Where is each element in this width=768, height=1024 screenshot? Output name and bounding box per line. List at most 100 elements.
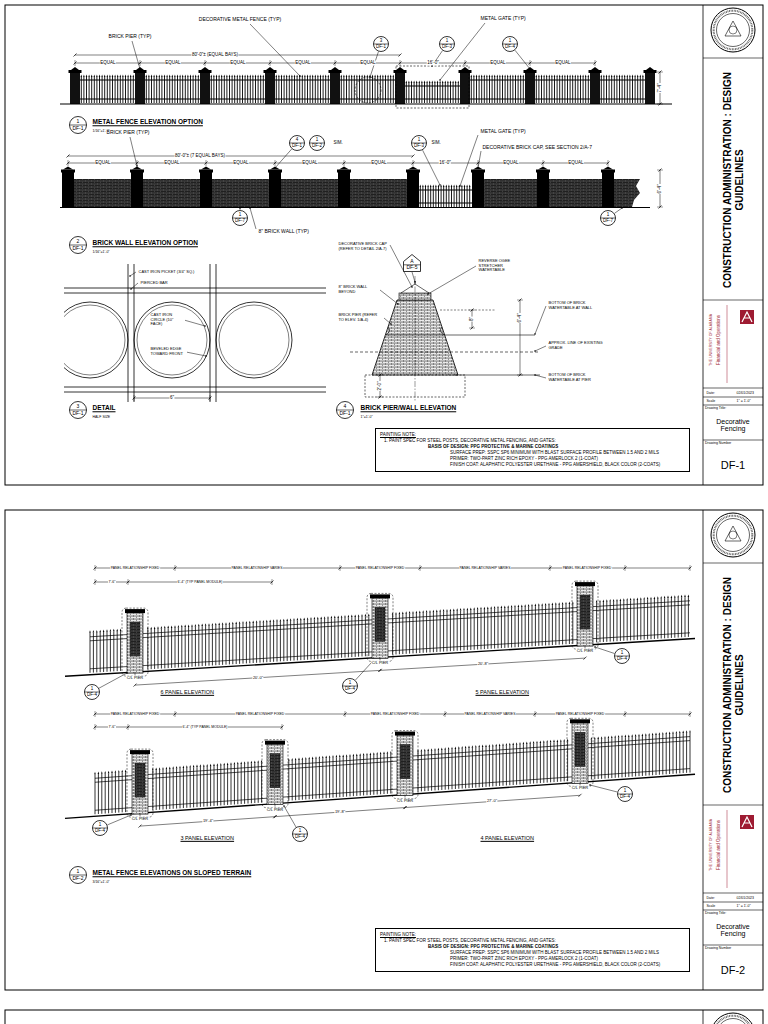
picket-spear [538,603,540,606]
fence-picket [368,616,369,656]
view-title: CONSTRUCTION ADMINISTRATION : DESIGN GUI… [722,65,745,296]
fence-picket [603,602,604,642]
fence-picket [241,764,242,804]
fence-picket [521,607,522,647]
leader-line [130,137,137,166]
fence-picket [518,77,519,103]
picket-spear [343,75,345,78]
fence-picket [640,77,641,103]
picket-spear [212,623,214,626]
extension-line [625,711,626,717]
picket-spear [291,758,293,761]
picket-spear [514,605,516,608]
fence-picket [253,623,254,663]
picket-spear [563,739,565,742]
picket-spear [314,617,316,620]
picket-spear [93,630,95,633]
picket-spear [546,75,548,78]
fence-picket [146,77,147,103]
picket-spear [523,75,525,78]
picket-spear [477,607,479,610]
annotation-text: PANEL RELATIONSHIP VARIES [459,566,511,570]
brick-pier [132,753,148,814]
pier-cap [370,594,390,598]
picket-spear [621,735,623,738]
picket-spear [535,604,537,607]
annotation-text: EQUAL [164,160,180,165]
fence-picket [423,613,424,653]
picket-spear [425,185,427,188]
callout-number: 1 [69,866,87,875]
picket-spear [603,75,605,78]
fence-picket [95,774,96,814]
fence-picket [112,773,113,813]
picket-spear [614,75,616,78]
annotation-text: C/L PIER [396,799,414,804]
fence-picket [120,631,121,671]
fence-picket [551,77,552,103]
picket-spear [447,81,449,84]
picket-spear [426,81,428,84]
fence-picket [250,77,251,103]
logo-rule [727,810,728,888]
picket-spear [463,608,465,611]
pier-center-mark [135,672,136,675]
fence-picket [447,83,448,103]
fence-picket [629,77,630,103]
fence-picket [304,77,305,103]
fence-picket [380,754,381,794]
fence-picket [419,613,420,653]
dimension-tick [94,567,97,570]
fence-picket [212,625,213,665]
dimension-text: 2'-0" [377,381,382,391]
picket-spear [502,743,504,746]
pier-cap [130,170,144,173]
picket-spear [645,733,647,736]
picket-spear [247,761,249,764]
picket-spear [358,614,360,617]
callout-bubble: 1DF-3 [411,135,427,151]
picket-spear [455,747,457,750]
dimension-tick [343,162,346,165]
callout-number: 1 [292,826,308,834]
pier-cap-top [396,67,404,70]
fence-rail [95,741,690,783]
picket-spear [193,765,195,768]
picket-spear [346,754,348,757]
picket-spear [283,619,285,622]
view-title: CONSTRUCTION ADMINISTRATION : DESIGN GUI… [722,570,745,801]
picket-spear [276,75,278,78]
fence-picket [399,614,400,654]
picket-spear [303,617,305,620]
dimension-tick [529,62,532,65]
pier-cap [644,70,657,73]
fence-picket [203,767,204,807]
fence-picket [430,612,431,652]
note-heading: PAINTING NOTE: [380,432,685,438]
fence-picket [249,623,250,663]
bubble-circle [233,211,248,226]
fence-picket [664,598,665,638]
picket-spear [244,75,246,78]
fence-picket [83,77,84,103]
fence-picket [406,614,407,654]
picket-spear [461,746,463,749]
fence-picket [260,77,261,103]
annotation-text: 7'-6" [108,725,116,729]
fence-rail [95,769,690,811]
fence-picket [413,613,414,653]
fence-picket [523,77,524,103]
fence-picket [464,187,465,207]
fence-picket [360,756,361,796]
sheet-number: DF-1 [69,410,87,419]
picket-spear [174,75,176,78]
picket-spear [501,606,503,609]
picket-spear [512,75,514,78]
fence-picket [387,754,388,794]
fence-picket [438,750,439,790]
picket-spear [151,75,153,78]
fence-picket [302,760,303,800]
picket-spear [361,75,363,78]
fence-picket [351,77,352,103]
